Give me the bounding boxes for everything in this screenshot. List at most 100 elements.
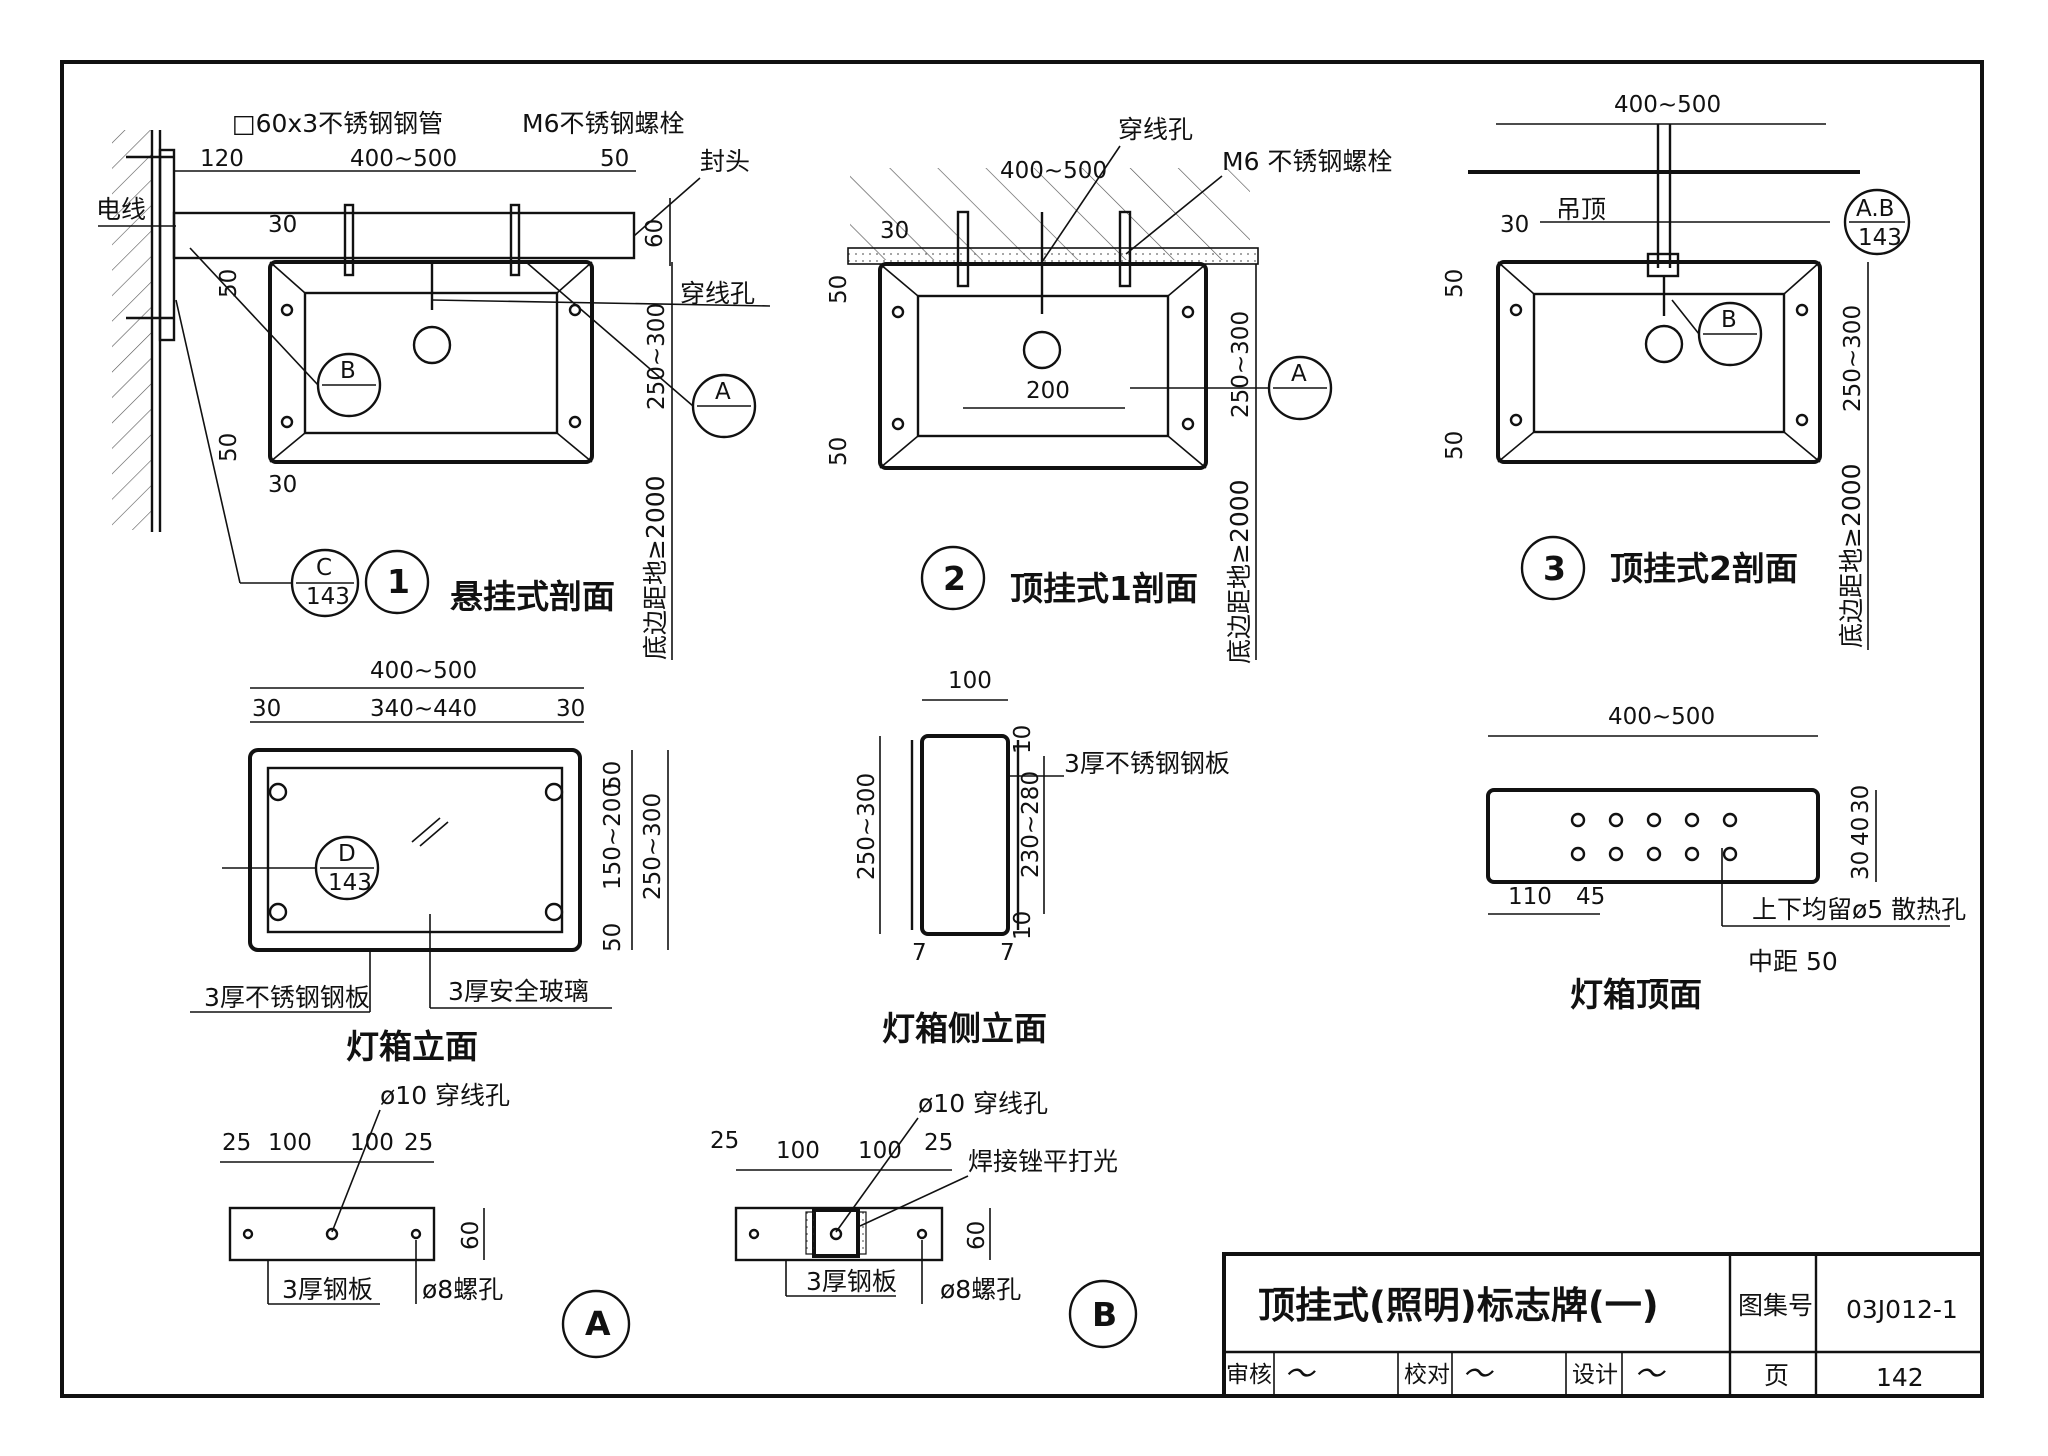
screw-2 (1181, 305, 1195, 319)
title-block-frame (1222, 1252, 1984, 1398)
review-signature: 〜 (1284, 1357, 1316, 1392)
screw-4 (568, 415, 582, 429)
ceiling-label: 吊顶 (1556, 195, 1606, 224)
dim-50: 50 (600, 146, 629, 172)
page-number: 142 (1876, 1363, 1924, 1392)
vent-hole (1570, 812, 1586, 828)
hanger-block (1646, 252, 1680, 278)
weld-label: 焊接锉平打光 (968, 1147, 1118, 1176)
screw-1 (280, 303, 294, 317)
dim-30: 30 (1500, 212, 1529, 238)
dim-50b: 50 (1442, 431, 1468, 460)
lightbox-inner (916, 294, 1170, 438)
view-1-number-circle (364, 549, 430, 615)
lightbox-elevation: 400~500 30 340~440 30 50 150~200 50 250~… (190, 658, 669, 1066)
page-label: 页 (1764, 1361, 1789, 1390)
view-1-title: 悬挂式剖面 (450, 577, 615, 616)
view-2-number-circle (920, 545, 986, 611)
screw-4 (544, 902, 564, 922)
vent-hole (1684, 812, 1700, 828)
dim-400-500: 400~500 (1614, 92, 1721, 118)
plate (228, 1206, 436, 1262)
detail-a-circle (561, 1289, 631, 1359)
lightbox-top-view: 400~500 30 40 30 110 45 上下均留ø5 散热孔 中距 50… (1486, 704, 1966, 1014)
dim-230-280: 230~280 (1018, 771, 1044, 878)
hole-leader (835, 1117, 919, 1233)
elevation-title: 灯箱立面 (346, 1027, 478, 1066)
chamfer-1 (879, 263, 919, 297)
check-signature: 〜 (1462, 1357, 1494, 1392)
view-3-ceiling-section-2: 400~500 吊顶 30 50 50 250~300 底边距地≥2000 A.… (1442, 92, 1911, 650)
dim-250-300: 250~300 (640, 793, 666, 900)
plate-label: 3厚钢板 (806, 1267, 897, 1296)
view-3-number-circle (1520, 535, 1586, 601)
bolt-2 (1118, 210, 1132, 288)
bolt-label: ø8螺孔 (422, 1275, 503, 1304)
top-title: 灯箱顶面 (1570, 975, 1702, 1014)
screw-3 (280, 415, 294, 429)
panel-inner (266, 766, 564, 934)
screw-3 (891, 417, 905, 431)
pipe-label: □60x3不锈钢钢管 (232, 109, 443, 138)
bolt-leader (1125, 175, 1223, 255)
check-label: 校对 (1404, 1362, 1450, 1388)
side-title: 灯箱侧立面 (882, 1009, 1047, 1048)
ref-b-letter: B (340, 358, 356, 384)
weld-leader (859, 1175, 969, 1227)
chamfer-3 (879, 435, 919, 469)
dim-200: 200 (1026, 378, 1070, 404)
dim-60: 60 (458, 1221, 484, 1250)
sheet-title: 顶挂式(照明)标志牌(一) (1258, 1284, 1659, 1327)
dim-340-440: 340~440 (370, 696, 477, 722)
wire-hole (325, 1227, 339, 1241)
dim-50c: 50 (216, 433, 242, 462)
chamfer-2 (556, 261, 593, 294)
hole-label: 穿线孔 (1118, 115, 1193, 144)
ref-d-letter: D (338, 841, 356, 867)
bulb-icon (1022, 330, 1062, 370)
dim-30: 30 (268, 212, 297, 238)
dim-100a: 100 (268, 1130, 312, 1156)
slab-hatch (850, 168, 1250, 260)
dim-50b: 50 (600, 923, 626, 952)
chamfer-4 (1167, 435, 1207, 469)
ref-b-letter: B (1721, 307, 1737, 333)
side-panel (920, 734, 1010, 936)
screw-2 (544, 782, 564, 802)
dim-100: 100 (948, 668, 992, 694)
chamfer-2 (1783, 261, 1821, 295)
view-3-title: 顶挂式2剖面 (1610, 549, 1798, 588)
ref-c-page: 143 (306, 584, 350, 610)
chamfer-1 (269, 261, 306, 294)
ref-ab-page: 143 (1858, 225, 1902, 251)
dim-7b: 7 (1000, 940, 1015, 966)
lightbox-inner (1532, 292, 1786, 434)
bolt-label: ø8螺孔 (940, 1275, 1021, 1304)
design-label: 设计 (1572, 1362, 1618, 1388)
dim-400-500: 400~500 (1000, 158, 1107, 184)
dim-40: 40 (1848, 817, 1874, 846)
detail-b: ø10 穿线孔 焊接锉平打光 25 100 100 25 60 3厚钢板 ø8螺… (710, 1089, 1138, 1349)
screw-4 (1795, 413, 1809, 427)
vent-hole (1608, 846, 1624, 862)
lightbox-outer (1496, 260, 1822, 464)
ref-a-leader (525, 261, 694, 407)
view-1-number: 1 (387, 562, 410, 601)
ref-ab-letter: A.B (1856, 196, 1894, 222)
glass-mark-1 (411, 817, 441, 843)
dim-25a: 25 (222, 1130, 251, 1156)
screw-3 (268, 902, 288, 922)
dim-50: 50 (826, 275, 852, 304)
dim-30b: 30 (1848, 851, 1874, 880)
ref-ab-circle (1843, 188, 1911, 256)
ref-a-letter: A (715, 379, 731, 405)
chamfer-3 (269, 432, 306, 463)
detail-b-letter: B (1092, 1295, 1117, 1334)
height-label: 底边距地≥2000 (641, 475, 670, 660)
dim-100b: 100 (858, 1138, 902, 1164)
height-label: 底边距地≥2000 (1837, 463, 1866, 648)
weld-right (857, 1211, 867, 1255)
ref-a-letter: A (1291, 361, 1307, 387)
dim-400-500: 400~500 (1608, 704, 1715, 730)
